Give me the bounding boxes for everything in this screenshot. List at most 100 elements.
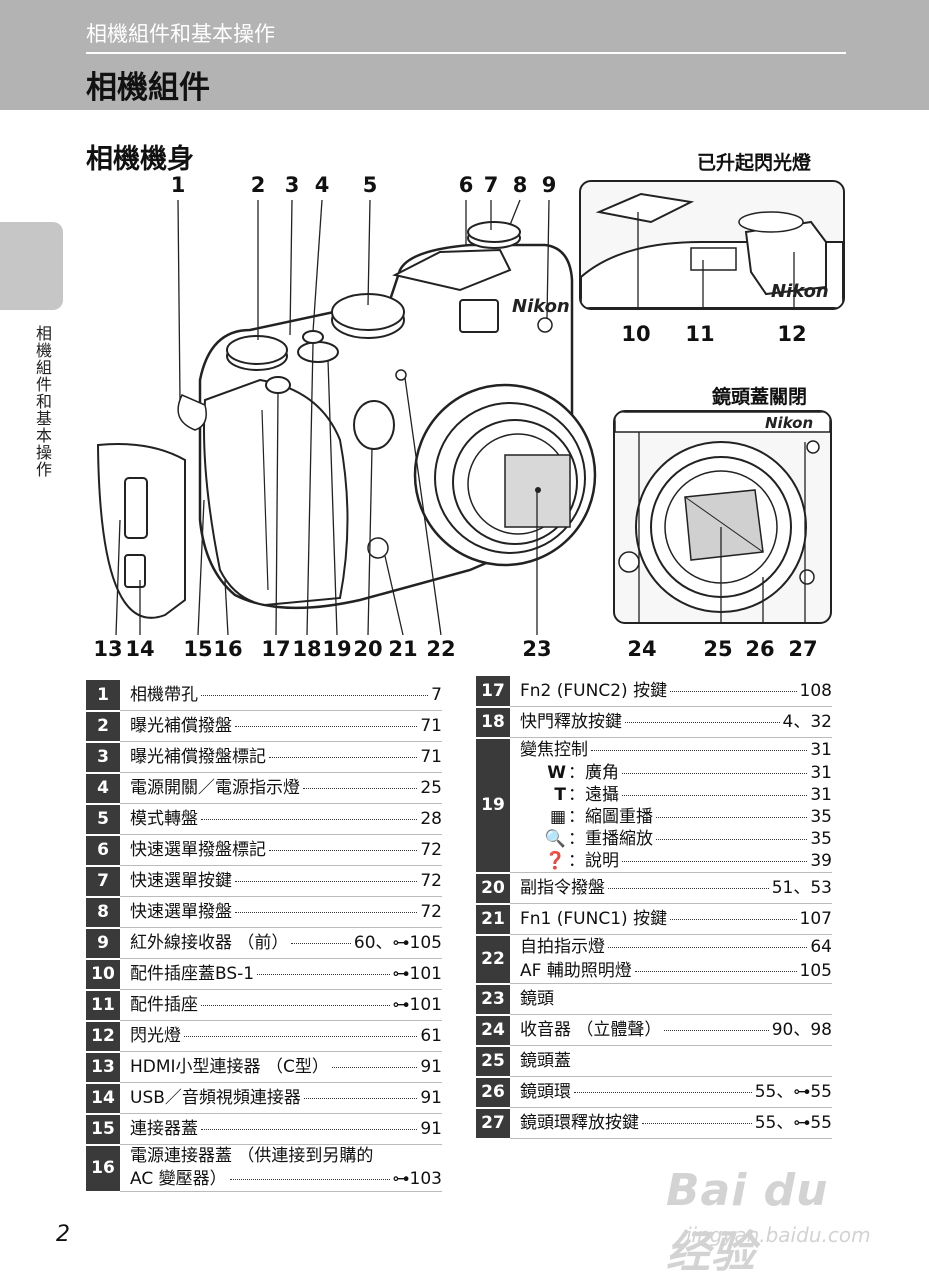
page-ref: 108 [799,681,832,701]
callout-4: 4 [314,173,330,197]
dot-leader [235,726,418,727]
callout-7: 7 [483,173,499,197]
page-ref: 72 [420,840,442,860]
page-ref: 35 [810,829,832,849]
callout-2: 2 [250,173,266,197]
dot-leader [201,819,418,820]
row-number: 19 [476,737,510,874]
part-label: 快速選單撥盤 [130,902,232,922]
zoom-function-label: ：說明 [568,851,619,871]
page-ref: 35 [810,807,832,827]
callout-8: 8 [512,173,528,197]
dot-leader [670,919,797,920]
row-content: 配件插座蓋BS-1⊶101 [120,958,442,990]
page-ref: 39 [810,851,832,871]
part-label: 鏡頭蓋 [520,1051,571,1071]
page-ref: 31 [810,740,832,760]
page-title: 相機組件 [86,70,210,106]
page-ref: 51、53 [771,878,832,898]
dot-leader [670,691,797,692]
dot-leader [184,1036,418,1037]
row-number: 9 [86,927,120,960]
row-number: 13 [86,1051,120,1084]
callout-16: 16 [213,637,243,661]
row-content: 連接器蓋 91 [120,1113,442,1145]
page-ref: 7 [431,685,442,705]
row-content: 收音器 （立體聲）90、98 [510,1014,832,1046]
part-label: 快速選單撥盤標記 [130,840,266,860]
row-number: 12 [86,1020,120,1053]
chapter-title: 相機組件和基本操作 [86,22,275,46]
callout-12: 12 [777,322,807,346]
zoom-function-label: ：遠攝 [568,785,619,805]
row-content: 曝光補償撥盤 71 [120,710,442,742]
row-content: 鏡頭蓋 [510,1045,832,1077]
camera-brand-logo: Nikon [512,296,570,317]
flash-inset-brand: Nikon [771,281,829,302]
row-number: 25 [476,1045,510,1078]
part-label: 曝光補償撥盤 [130,716,232,736]
page-ref: 71 [420,716,442,736]
page-ref: ⊶101 [392,964,442,984]
row-number: 7 [86,865,120,898]
page-ref: ⊶103 [392,1169,442,1189]
part-label: 紅外線接收器 （前） [130,933,289,953]
watermark-sub: jingyan.baidu.com [686,1223,871,1247]
page-ref: 107 [799,909,832,929]
zoom-function-label: ：重播縮放 [568,829,653,849]
page-ref: 91 [420,1119,442,1139]
row-content: HDMI小型連接器 （C型）91 [120,1051,442,1083]
part-label: 收音器 （立體聲） [520,1020,662,1040]
row-number: 8 [86,896,120,929]
row-number: 18 [476,706,510,739]
part-label: 曝光補償撥盤標記 [130,747,266,767]
callout-23: 23 [522,637,552,661]
part-label: 變焦控制 [520,740,588,760]
zoom-function-icon: 🔍 [544,829,566,849]
callout-25: 25 [703,637,733,661]
lens-inset-brand: Nikon [765,414,813,432]
page-ref: 72 [420,871,442,891]
dot-leader [229,1179,390,1180]
page-ref: 91 [420,1057,442,1077]
callout-3: 3 [284,173,300,197]
callout-11: 11 [685,322,715,346]
header-divider [86,52,846,54]
row-number: 3 [86,741,120,774]
part-label: 模式轉盤 [130,809,198,829]
dot-leader [235,912,418,913]
part-label: Fn1 (FUNC1) 按鍵 [520,909,668,929]
row-number: 16 [86,1144,120,1193]
side-tab [0,222,63,310]
page-ref: 25 [420,778,442,798]
page-ref: 28 [420,809,442,829]
dot-leader [201,695,429,696]
part-label: 連接器蓋 [130,1119,198,1139]
page-ref: 60、⊶105 [353,933,442,953]
row-number: 15 [86,1113,120,1146]
